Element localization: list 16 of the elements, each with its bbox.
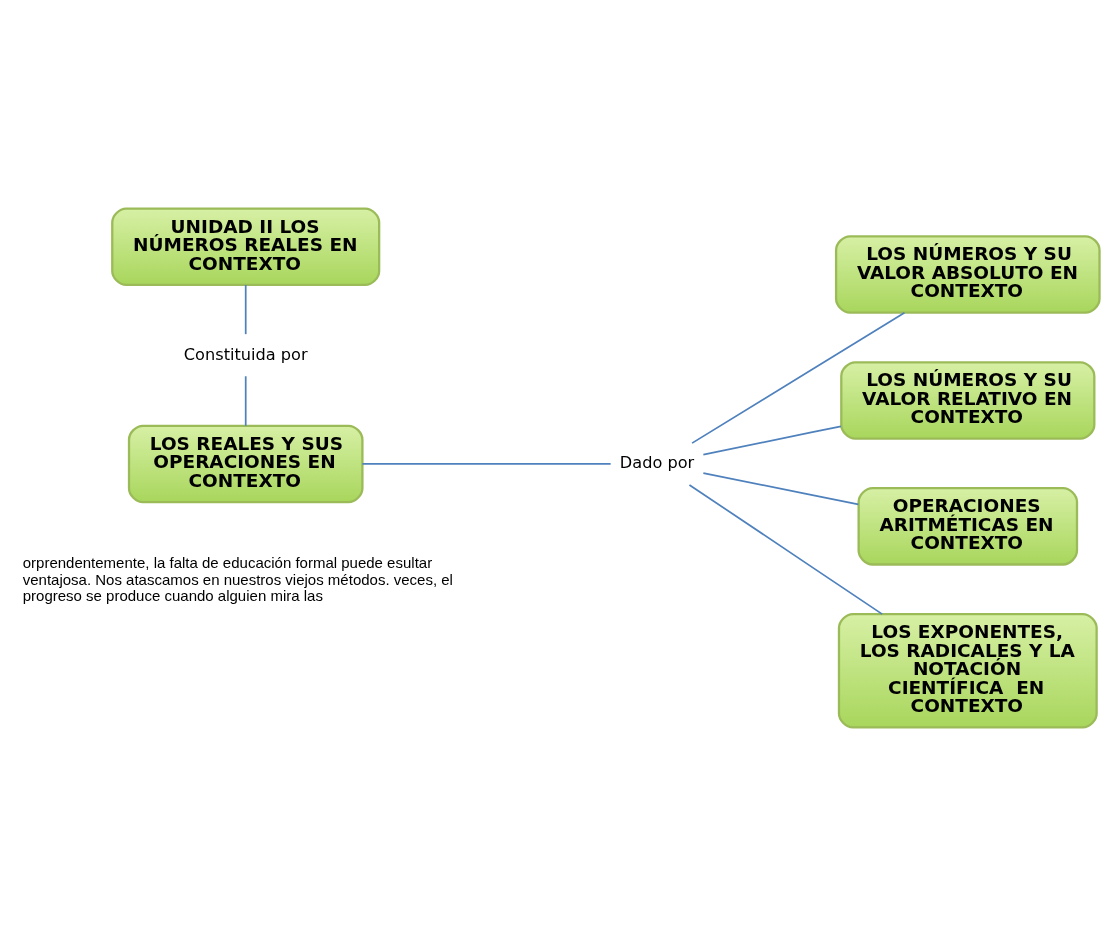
- node-box: UNIDAD II LOS NÚMEROS REALES EN CONTEXTO: [111, 206, 381, 286]
- node-box: LOS NÚMEROS Y SU VALOR RELATIVO EN CONTEXTO: [840, 360, 1096, 440]
- connector: [691, 311, 906, 444]
- connector: [361, 462, 612, 465]
- node-box: LOS EXPONENTES, LOS RADICALES Y LA NOTACIÓN CIENTÍFICA EN CONTEXTO: [837, 612, 1098, 729]
- connector: [244, 374, 247, 427]
- connector: [702, 471, 860, 505]
- connector: [702, 424, 842, 455]
- node-text: Dado por: [619, 452, 695, 472]
- node-box: LOS REALES Y SUS OPERACIONES EN CONTEXTO: [127, 424, 364, 503]
- node-box: LOS NÚMEROS Y SU VALOR ABSOLUTO EN CONTEXTO: [834, 234, 1101, 314]
- node-text: Constituida por: [183, 344, 308, 364]
- node-box: OPERACIONES ARITMÉTICAS EN CONTEXTO: [857, 486, 1079, 566]
- label: orprendentemente, la falta de educación formal puede esultar ventajosa. Nos atascamos en nuestros viejos métodos. veces, el progreso se produce cuando alguien mira las: [22, 553, 453, 604]
- connector: [244, 283, 247, 335]
- connector: [688, 483, 884, 615]
